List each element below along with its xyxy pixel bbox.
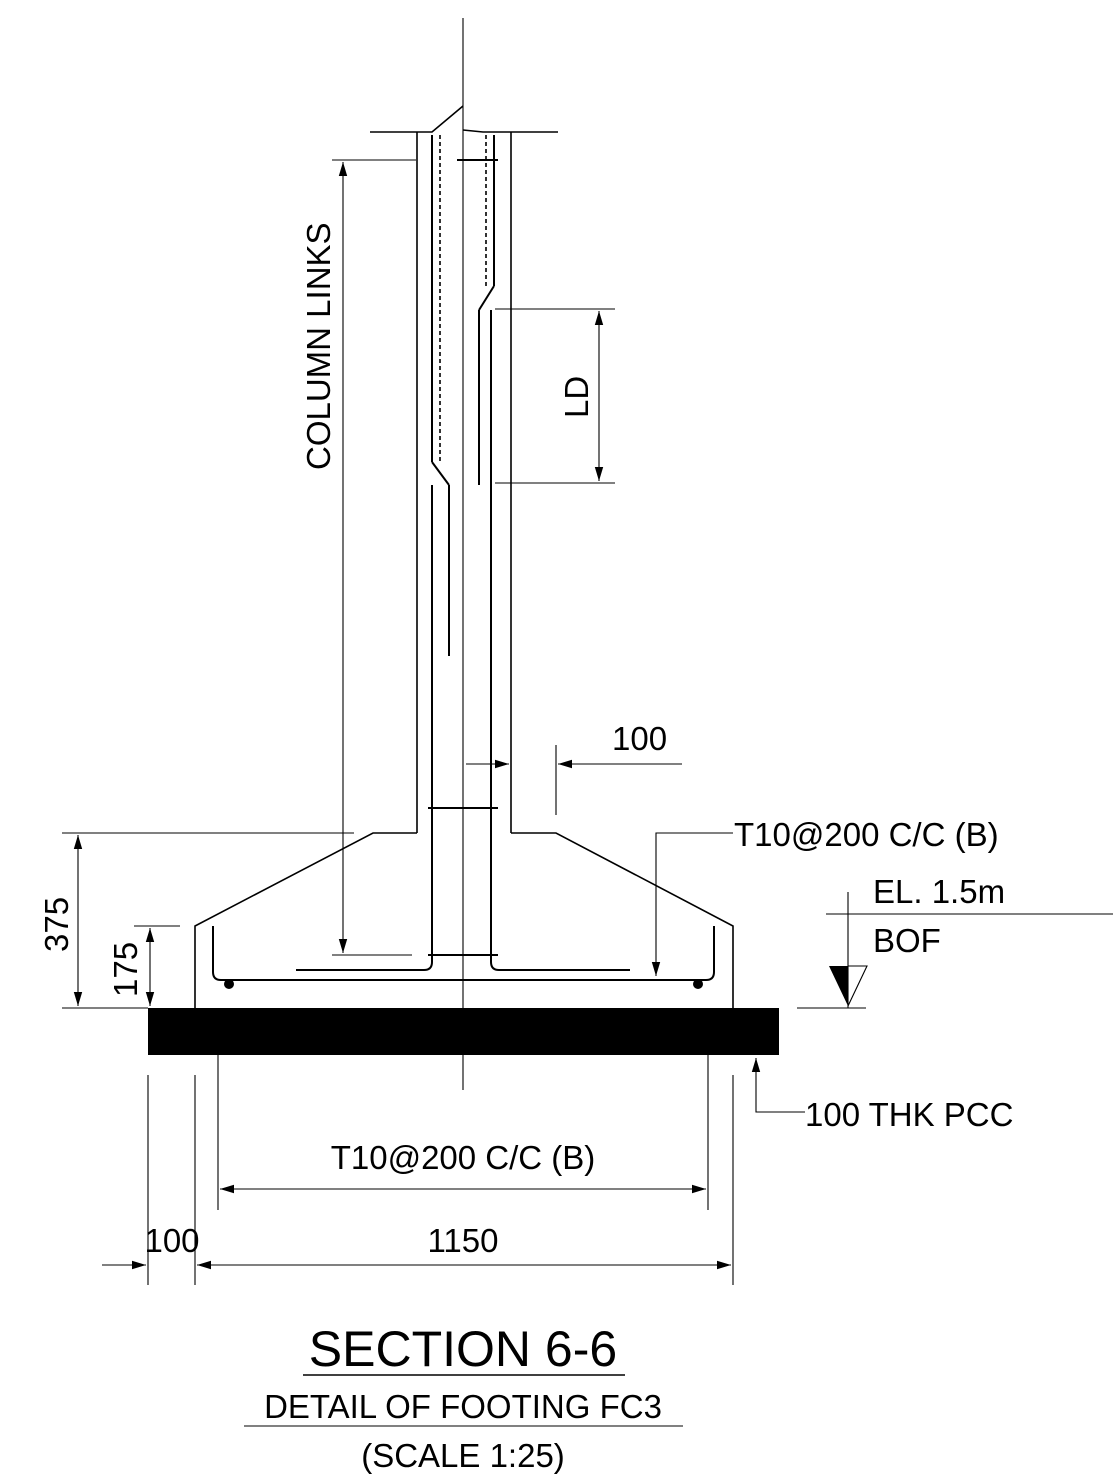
cover-100-label: 100 xyxy=(612,720,667,757)
rebar-top-leader xyxy=(651,832,733,976)
footing-bottom-reinforcement xyxy=(212,926,715,989)
column-outline xyxy=(370,105,558,833)
ld-dimension xyxy=(495,308,615,484)
detail-subtitle: DETAIL OF FOOTING FC3 xyxy=(264,1388,662,1425)
dim-100-left-label: 100 xyxy=(144,1222,199,1259)
dim-175-label: 175 xyxy=(107,942,144,997)
elevation-label: EL. 1.5m xyxy=(873,873,1005,910)
column-links-dimension xyxy=(332,159,416,956)
cover-100-dimension xyxy=(466,745,682,815)
pcc-label: 100 THK PCC xyxy=(805,1096,1013,1133)
section-title: SECTION 6-6 xyxy=(309,1321,617,1377)
bof-label: BOF xyxy=(873,922,941,959)
ld-label: LD xyxy=(558,376,595,418)
scale-label: (SCALE 1:25) xyxy=(361,1437,565,1474)
footing-outline xyxy=(194,832,734,1008)
pcc-leader xyxy=(751,1058,805,1113)
pcc-blinding-layer xyxy=(148,1008,779,1055)
dim-1150-label: 1150 xyxy=(428,1222,499,1259)
bottom-extension-lines xyxy=(147,1048,734,1285)
dim-375-label: 375 xyxy=(38,897,75,952)
column-reinforcement xyxy=(296,135,630,971)
elevation-marker xyxy=(797,892,1113,1009)
column-links-label: COLUMN LINKS xyxy=(300,222,337,470)
footing-depth-dimensions xyxy=(62,832,354,1009)
rebar-bottom-label: T10@200 C/C (B) xyxy=(331,1139,596,1176)
rebar-top-label: T10@200 C/C (B) xyxy=(734,816,999,853)
